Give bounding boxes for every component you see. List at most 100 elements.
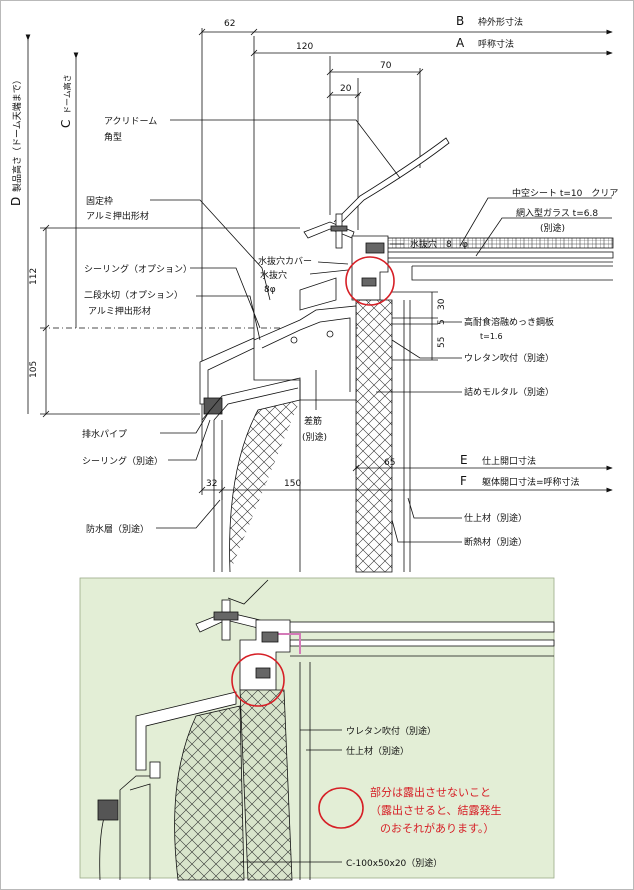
steel-plate-inner: [261, 317, 351, 392]
gasket-detail-bottom: [255, 667, 271, 679]
label-waterproof: 防水層（別途）: [86, 523, 149, 535]
dim-30: 30: [437, 298, 447, 310]
ref-C-text: ドーム高さ: [62, 74, 72, 114]
dimension-values: 62 120 70 20 112 105 30 5 55 65 32 150: [29, 19, 447, 489]
leader-hole-cover: [317, 261, 349, 265]
label-sealing-opt: シーリング（オプション）: [84, 263, 192, 275]
label-drip-1: 二段水切（オプション）: [84, 289, 183, 301]
label-hole-cover: 水抜穴カバー: [258, 255, 312, 267]
label-urethane-bottom: ウレタン吹付（別途）: [346, 725, 436, 737]
leader-hollow-sheet: [459, 197, 612, 247]
leader-drip: [196, 295, 261, 341]
drip-detail: [135, 691, 237, 771]
dim-120: 120: [296, 42, 313, 52]
legend-red-circle: [318, 787, 364, 829]
insulation-detail: [174, 705, 245, 881]
label-hole-2-size: 8φ: [264, 285, 276, 295]
label-wired-glass-2: (別途): [540, 222, 565, 234]
waterproof-inner: [213, 387, 299, 421]
reference-dimensions: B 枠外形寸法 A 呼称寸法 E 仕上開口寸法 F 躯体開口寸法=呼称寸法 D …: [9, 14, 580, 488]
leader-drain: [160, 409, 211, 434]
dim-20: 20: [340, 84, 352, 94]
ref-A-text: 呼称寸法: [478, 38, 514, 50]
ref-B-text: 枠外形寸法: [478, 16, 523, 28]
drain-pipe-block: [203, 397, 223, 415]
dim-70: 70: [380, 61, 392, 71]
clip-detail: [149, 761, 161, 779]
ref-C-letter: C: [59, 120, 73, 128]
parapet-insulation: [229, 399, 301, 573]
inner-frame-line: [411, 266, 613, 281]
dim-112: 112: [29, 268, 39, 285]
note-line-3: のおそれがあります。）: [380, 821, 494, 835]
label-channel: C-100x50x20（別途）: [346, 857, 442, 869]
label-hollow-sheet: 中空シート t=10 クリア: [512, 187, 618, 199]
gasket-detail-top: [261, 631, 279, 643]
label-hole-1-phi: φ: [462, 240, 468, 250]
dim-5: 5: [437, 319, 447, 325]
leader-sealing-opt: [190, 267, 261, 329]
bolt-nut-detail: [213, 611, 239, 621]
ref-D-letter: D: [9, 197, 23, 206]
label-dome-2: 角型: [104, 131, 122, 143]
label-mortar: 詰めモルタル（別途）: [464, 386, 554, 398]
label-finish: 仕上材（別途）: [464, 512, 527, 524]
bottom-labels: ウレタン吹付（別途） 仕上材（別途） C-100x50x20（別途） 部分は露出…: [346, 725, 502, 869]
rivet-1: [290, 336, 298, 344]
glazing-detail-1: [257, 621, 555, 633]
concrete-wall-detail: [239, 689, 293, 881]
label-drain-pipe: 排水パイプ: [82, 428, 127, 440]
note-line-1: 部分は露出させないこと: [370, 785, 491, 799]
bolt-nut: [330, 225, 348, 232]
ref-D-text: 製品高さ（ドーム天端まで）: [11, 75, 23, 192]
ref-F-letter: F: [460, 474, 467, 488]
leader-waterproof: [156, 499, 221, 529]
bottom-enlarged-detail: [97, 579, 555, 881]
label-hole-1: 水抜穴 8: [410, 238, 452, 250]
glazing-detail-2: [289, 639, 555, 647]
label-steel-plate-2: t=1.6: [480, 332, 503, 341]
dim-65: 65: [384, 458, 395, 468]
leader-wired-glass: [475, 217, 612, 257]
label-frame-2: アルミ押出形材: [86, 210, 149, 222]
rivet-2: [326, 330, 334, 338]
label-finish-bottom: 仕上材（別途）: [346, 745, 409, 757]
leader-hole-2: [309, 269, 349, 275]
gasket-bottom: [361, 277, 377, 287]
label-insulation: 断熱材（別途）: [464, 536, 527, 548]
drip-plate: [299, 277, 337, 311]
pink-sealant: [272, 633, 301, 654]
ref-A-letter: A: [456, 36, 465, 50]
drain-detail: [97, 799, 119, 821]
dim-32: 32: [206, 479, 217, 489]
top-section-detail: [25, 28, 614, 573]
drip-frame: [199, 337, 255, 405]
label-rebar-2: (別途): [302, 431, 327, 443]
note-line-2: （露出させると、結露発生: [370, 803, 502, 817]
leader-insulation: [391, 519, 462, 543]
concrete-wall: [355, 299, 393, 573]
dim-55: 55: [437, 337, 447, 348]
steel-plate-curb: [253, 305, 357, 401]
label-hole-2: 水抜穴: [260, 269, 287, 281]
dim-ticks-lower: [198, 464, 360, 494]
dim-150: 150: [284, 479, 301, 489]
ref-E-text: 仕上開口寸法: [482, 455, 536, 467]
wired-glass: [384, 251, 614, 259]
waterproof-detail: [119, 775, 150, 880]
ref-F-text: 躯体開口寸法=呼称寸法: [482, 476, 580, 488]
dim-62: 62: [224, 19, 235, 29]
label-frame-1: 固定枠: [86, 195, 113, 207]
gasket-top: [365, 242, 385, 254]
dome-edge: [227, 579, 269, 605]
leader-dome: [170, 119, 401, 179]
label-steel-plate-1: 高耐食溶融めっき鋼板: [464, 316, 554, 328]
label-dome-1: アクリドーム: [104, 116, 157, 127]
acrylic-dome: [333, 137, 450, 227]
label-drip-2: アルミ押出形材: [88, 305, 151, 317]
waterproof-inner-detail: [129, 783, 151, 880]
exposure-warning-circle-detail: [231, 653, 285, 707]
leader-finish: [407, 497, 462, 519]
